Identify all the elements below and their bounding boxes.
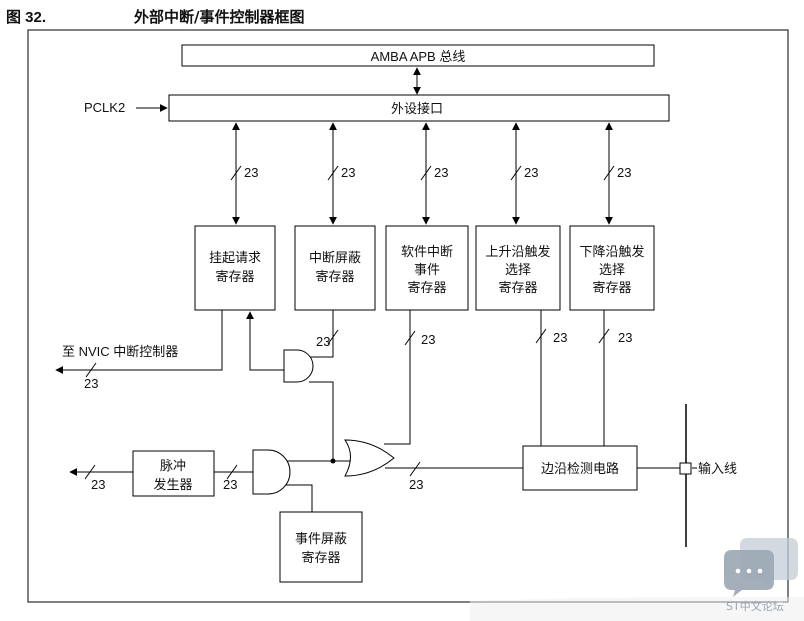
pending-request-box [194,225,276,311]
bus-width-label: 23 [223,477,237,492]
software-interrupt-line2: 事件 [414,263,440,278]
rising-trigger-box [475,225,561,311]
or-gate [344,439,395,477]
pulse-generator-box [132,450,215,497]
bus-width-label: 23 [553,330,567,345]
falling-trigger-line1: 下降沿触发 [579,244,644,260]
apb-bus-box [181,44,655,67]
pulse-generator: 脉冲 发生器 [132,450,215,497]
edge-slash [409,461,421,477]
software-interrupt-box [385,225,469,311]
swi-to-or-wire [384,310,411,445]
pulse-generator-line1: 脉冲 [160,459,186,474]
nvic-output-wire [55,310,223,374]
pending-request-line2: 寄存器 [215,269,254,285]
and-gate-upper [283,349,314,383]
bus-width-label: 23 [84,376,98,391]
intmask-slash [327,329,339,345]
figure-title: 外部中断/事件控制器框图 [133,8,304,26]
outer-frame [27,29,789,603]
falling-trigger-select-register: 下降沿触发 选择 寄存器 [569,225,655,311]
bus-arrows: 23 23 23 23 23 [230,122,631,225]
pclk2-label: PCLK2 [84,100,125,115]
bus-slash-5 [603,165,615,181]
swi-slash [404,330,416,346]
interrupt-mask-box [294,225,376,311]
rising-trigger-line1: 上升沿触发 [485,244,550,260]
bus-slash-4 [510,165,522,181]
intmask-to-and1-wire [309,310,334,358]
pending-request-register: 挂起请求 寄存器 [194,225,276,311]
bus-width-label: 23 [524,165,538,180]
chat-bubble-icon [724,538,798,597]
and-gate-lower [252,449,291,495]
input-line-label: 输入线 [698,461,737,477]
software-interrupt-line3: 寄存器 [407,280,446,296]
nvic-slash [85,362,97,378]
pending-request-line1: 挂起请求 [209,251,261,266]
peripheral-interface-label: 外设接口 [391,101,443,117]
software-interrupt-event-register: 软件中断 事件 寄存器 [385,225,469,311]
bus-width-label: 23 [617,165,631,180]
bus-width-label: 23 [341,165,355,180]
interrupt-mask-line1: 中断屏蔽 [309,251,361,266]
rising-trigger-select-register: 上升沿触发 选择 寄存器 [475,225,561,311]
edge-detect-circuit: 边沿检测电路 [522,445,638,491]
bus-width-label: 23 [618,330,632,345]
input-pin [679,462,692,475]
event-mask-line1: 事件屏蔽 [295,532,347,547]
evtmask-to-and2-wire [285,484,313,512]
rising-trigger-line3: 寄存器 [498,280,537,296]
pulse-slash [84,464,96,480]
bus-slash-3 [420,165,432,181]
event-mask-line2: 寄存器 [301,550,340,566]
and2-slash [226,464,238,480]
bus-width-label: 23 [244,165,258,180]
interrupt-mask-line2: 寄存器 [315,269,354,285]
apb-bus-label: AMBA APB 总线 [371,49,466,64]
software-interrupt-line1: 软件中断 [401,245,453,260]
and1-to-pending-wire [246,311,284,371]
edge-detect-box [522,445,638,491]
edge-detect-label: 边沿检测电路 [541,461,619,477]
pulse-generator-line2: 发生器 [153,477,192,493]
bus-width-label: 23 [434,165,448,180]
peripheral-interface-box [168,94,670,122]
falling-trigger-line2: 选择 [599,263,625,278]
bus-slash-1 [230,165,242,181]
watermark-shadow [470,596,804,621]
bus-slash-2 [327,165,339,181]
rising-trigger-line2: 选择 [505,263,531,278]
bus-width-label: 23 [421,332,435,347]
bus-width-label: 23 [409,477,423,492]
interrupt-mask-register: 中断屏蔽 寄存器 [294,225,376,311]
figure-number: 图 32. [6,9,46,26]
falling-trigger-line3: 寄存器 [592,280,631,296]
falling-trigger-box [569,225,655,311]
rising-slash [535,328,547,344]
event-mask-box [279,511,363,583]
bus-width-label: 23 [91,477,105,492]
bus-width-label: 23 [316,334,330,349]
watermark-text: ST中文论坛 [726,599,784,613]
event-mask-register: 事件屏蔽 寄存器 [279,511,363,583]
watermark: ST中文论坛 [470,538,804,621]
falling-slash [598,328,610,344]
junction-dot [330,458,336,464]
nvic-output-label: 至 NVIC 中断控制器 [62,344,178,359]
